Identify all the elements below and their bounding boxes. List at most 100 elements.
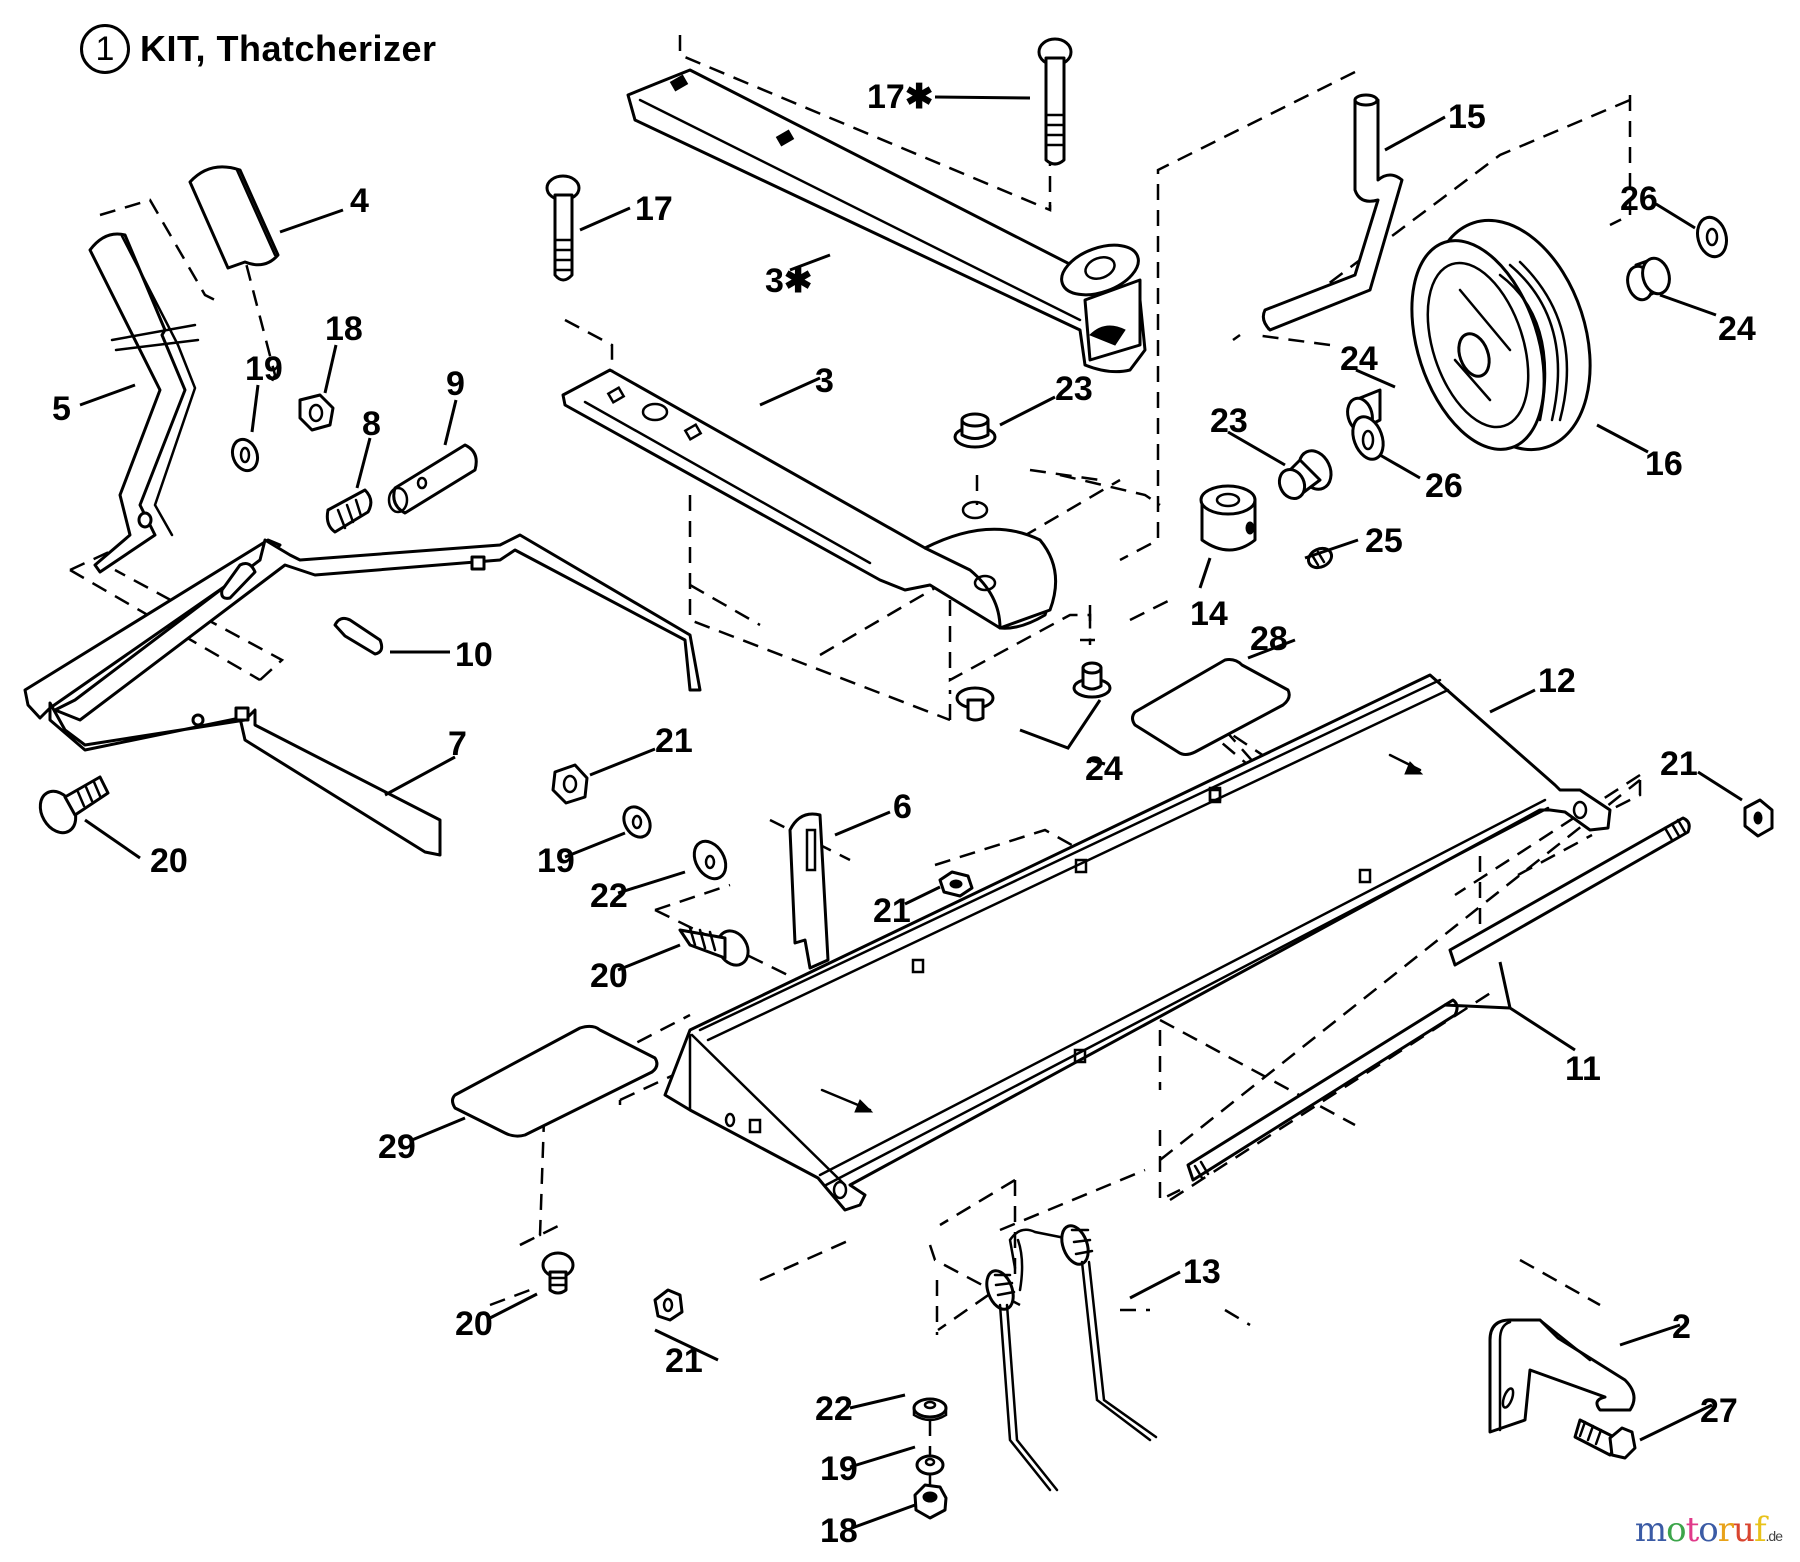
watermark-letter: o <box>1666 1510 1687 1550</box>
part-24-bushing-lower-left <box>955 686 995 722</box>
part-3-star-arm <box>626 68 1147 374</box>
callout-2: 2 <box>1672 1308 1691 1346</box>
diagram-title: 1 KIT, Thatcherizer <box>80 24 437 74</box>
part-21-hex-nut-lower <box>653 1288 684 1322</box>
callout-20: 20 <box>150 842 188 880</box>
part-14-collar <box>1199 484 1257 552</box>
callout-12: 12 <box>1538 662 1576 700</box>
part-28-decal <box>1131 658 1291 756</box>
callout-3: 3 <box>815 362 834 400</box>
part-26-washer-right <box>1696 215 1728 259</box>
leader-lines <box>79 95 1743 1530</box>
part-23-bushing-top <box>953 412 997 449</box>
callout-5: 5 <box>52 390 71 428</box>
callout-19: 19 <box>537 842 575 880</box>
watermark-letter: f <box>1753 1510 1767 1550</box>
callout-21: 21 <box>665 1342 703 1380</box>
callout-20: 20 <box>455 1305 493 1343</box>
callout-29: 29 <box>378 1128 416 1166</box>
watermark-letter: u <box>1733 1510 1755 1550</box>
callout-24: 24 <box>1718 310 1756 348</box>
watermark-logo: motoruf <box>1634 1510 1767 1550</box>
callout-6: 6 <box>893 788 912 826</box>
callout-13: 13 <box>1183 1253 1221 1291</box>
part-17-star-bolt <box>1037 37 1073 166</box>
part-22-flat-washer-mid <box>692 839 728 881</box>
callout-19: 19 <box>245 350 283 388</box>
callout-24: 24 <box>1340 340 1378 378</box>
callout-27: 27 <box>1700 1392 1738 1430</box>
part-13-tine-spring <box>985 1224 1158 1492</box>
callout-3-star: 3✱ <box>765 262 812 300</box>
part-16-wheel <box>1410 218 1592 452</box>
callout-18: 18 <box>820 1512 858 1550</box>
callout-28: 28 <box>1250 620 1288 658</box>
part-22-flat-washer-bottom <box>912 1397 948 1422</box>
watermark-suffix: .de <box>1765 1528 1783 1544</box>
callout-23: 23 <box>1210 402 1248 440</box>
part-11-rod <box>1186 816 1691 1182</box>
callout-21: 21 <box>873 892 911 930</box>
watermark-letter: r <box>1717 1510 1734 1550</box>
part-19-lock-washer-mid <box>622 805 652 839</box>
callout-22: 22 <box>590 877 628 915</box>
callout-16: 16 <box>1645 445 1683 483</box>
part-24-bushing-right <box>1626 256 1671 302</box>
callout-19: 19 <box>820 1450 858 1488</box>
part-9-clevis-pin <box>387 443 478 515</box>
watermark-letter: o <box>1698 1510 1719 1550</box>
part-18-hex-nut <box>298 393 335 432</box>
callout-18: 18 <box>325 310 363 348</box>
part-15-axle-rod <box>1261 93 1404 332</box>
part-10-roll-pin <box>333 616 384 656</box>
part-21-hex-nut-right <box>1743 798 1774 838</box>
part-8-spring <box>325 488 373 534</box>
callout-4: 4 <box>350 182 369 220</box>
part-7-lift-lever <box>23 533 702 857</box>
part-17-bolt <box>545 174 581 282</box>
callout-22: 22 <box>815 1390 853 1428</box>
callout-21: 21 <box>655 722 693 760</box>
kit-number-badge: 1 <box>80 24 130 74</box>
callout-labels: 4 5 19 18 8 9 10 7 20 17✱ 17 3✱ 3 23 15 … <box>52 78 1756 1550</box>
part-20-carriage-bolt-mid <box>678 926 750 967</box>
part-23-bushing-right <box>1277 449 1333 501</box>
part-18-hex-nut-bottom <box>913 1483 948 1520</box>
part-20-carriage-bolt-left <box>38 775 110 835</box>
part-20-carriage-bolt-lower <box>541 1251 575 1295</box>
part-26-washer-left <box>1351 415 1385 461</box>
part-19-lock-washer <box>230 437 260 473</box>
watermark-letter: m <box>1634 1510 1667 1550</box>
callout-8: 8 <box>362 405 381 443</box>
callout-15: 15 <box>1448 98 1486 136</box>
callout-23: 23 <box>1055 370 1093 408</box>
callout-14: 14 <box>1190 595 1228 633</box>
motoruf-watermark: motoruf.de <box>1634 1510 1783 1550</box>
callout-21: 21 <box>1660 745 1698 783</box>
part-6-bracket <box>788 812 830 970</box>
callout-25: 25 <box>1365 522 1403 560</box>
part-5-handle-lever <box>88 232 200 574</box>
part-21-hex-nut-mid <box>551 763 589 805</box>
callout-26: 26 <box>1620 180 1658 218</box>
callout-26: 26 <box>1425 467 1463 505</box>
callout-9: 9 <box>446 365 465 403</box>
kit-title: KIT, Thatcherizer <box>140 28 437 69</box>
part-27-hex-screw <box>1573 1418 1637 1460</box>
part-19-lock-washer-bottom <box>915 1454 945 1476</box>
callout-10: 10 <box>455 636 493 674</box>
part-29-decal <box>451 1024 659 1138</box>
callout-17: 17 <box>635 190 673 228</box>
callout-7: 7 <box>448 725 467 763</box>
part-4-grip <box>188 165 280 270</box>
callout-17-star: 17✱ <box>867 78 933 116</box>
callout-11: 11 <box>1565 1050 1601 1088</box>
part-21-hex-nut-frame <box>938 870 974 898</box>
part-24-bushing-lower-right <box>1072 661 1112 699</box>
callout-24: 24 <box>1085 750 1123 788</box>
part-3-arm <box>561 368 1058 630</box>
watermark-letter: t <box>1685 1510 1700 1550</box>
part-12-tine-frame <box>663 673 1612 1212</box>
part-2-hook-bracket <box>1488 1318 1636 1434</box>
